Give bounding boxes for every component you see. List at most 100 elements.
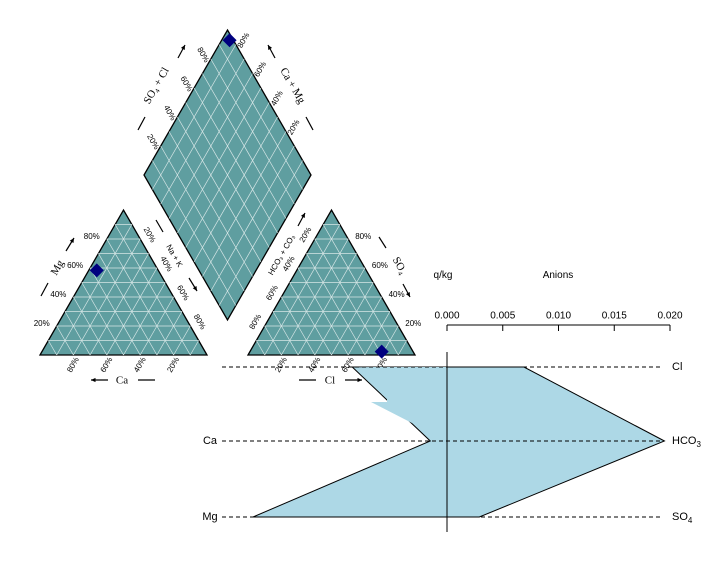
diamond-left-label: SO₄ + Cl — [141, 65, 171, 106]
stiff-tick-label: 0.005 — [490, 311, 515, 322]
cation-gridline — [98, 253, 158, 356]
diamond-left-dash — [137, 116, 146, 131]
anion-bottom-label: Cl — [325, 375, 335, 387]
diamond-gridline — [152, 44, 237, 190]
anion-gridline — [281, 238, 349, 356]
stiff-anion-symbol: HCO — [672, 435, 697, 447]
anion-gridline — [289, 282, 332, 356]
cation-gridline — [123, 282, 166, 356]
diamond-right-tick: 40% — [269, 89, 285, 107]
diamond-right-tick: 20% — [286, 118, 302, 136]
diamond-right-tick: 60% — [252, 60, 268, 78]
diamond-gridline — [210, 58, 295, 205]
cation-left-tick: 60% — [67, 261, 83, 270]
diamond-grid — [152, 44, 303, 306]
piper-sample-points — [89, 33, 389, 359]
anion-right-tick: 80% — [355, 232, 371, 241]
cation-right-tick: 80% — [192, 313, 208, 331]
cation-right-tick: 20% — [142, 226, 158, 244]
anion-left-arrow-head — [300, 213, 305, 218]
stiff-anion-label: Cl — [672, 361, 682, 373]
stiff-tick-label: 0.000 — [434, 311, 459, 322]
cation-left-dash — [40, 282, 49, 297]
anion-gridline — [397, 340, 407, 356]
diamond-right-dash — [305, 116, 314, 131]
stiff-anion-symbol: Cl — [672, 361, 682, 373]
stiff-edge-steps — [352, 367, 447, 441]
cation-point — [89, 263, 104, 278]
cation-gridline — [73, 238, 141, 356]
anion-gridline — [297, 253, 357, 356]
anion-bottom-arrow-head — [357, 377, 362, 383]
diamond-gridline — [218, 44, 303, 190]
cation-gridline — [114, 224, 191, 356]
stiff-cation-label: Ca — [203, 435, 218, 447]
cation-bottom-tick: 20% — [165, 356, 181, 374]
stiff-tick-label: 0.010 — [546, 311, 571, 322]
stiff-level-lines — [222, 366, 660, 518]
diamond-gridline — [168, 73, 253, 219]
cation-gridline — [56, 224, 133, 356]
cation-left-tick: 20% — [34, 319, 50, 328]
anion-bottom-tick: 20% — [273, 356, 289, 374]
cation-right-dash — [155, 219, 164, 233]
anion-gridline — [322, 224, 399, 356]
anion-right-tick: 40% — [389, 290, 405, 299]
stiff-anion-label: HCO3 — [672, 435, 701, 449]
cation-bottom-arrow-head — [91, 377, 96, 383]
stiff-tick-label: 0.015 — [602, 311, 627, 322]
diamond-gridline — [185, 102, 270, 248]
diamond-left-tick: 40% — [162, 104, 178, 122]
cation-gridline — [106, 238, 174, 356]
cation-gridline — [89, 253, 149, 356]
piper-diagram: 20%40%60%80%80%60%40%20%20%40%60%80% MgC… — [34, 28, 421, 387]
stiff-anion-subscript: 4 — [688, 516, 693, 525]
anion-bottom-tick: 40% — [307, 356, 323, 374]
cation-triangle-grid — [48, 224, 199, 356]
diamond-left-arrow-head — [180, 45, 185, 50]
anion-triangle-grid — [256, 224, 407, 356]
anion-gridline — [272, 311, 299, 356]
cation-left-arrow-head — [69, 238, 74, 243]
stiff-anion-subscript: 3 — [696, 440, 701, 449]
cation-left-tick: 40% — [50, 290, 66, 299]
cation-bottom-tick: 80% — [65, 356, 81, 374]
diamond-left-tick: 80% — [195, 46, 211, 64]
cation-gridline — [156, 311, 183, 356]
stiff-polygon — [252, 366, 666, 518]
anion-left-tick: 80% — [247, 313, 263, 331]
diamond-gridline — [202, 73, 287, 219]
diamond-gridline — [193, 87, 278, 234]
anion-gridline — [331, 282, 374, 356]
cation-right-tick: 60% — [175, 284, 191, 302]
anion-left-tick: 20% — [298, 226, 314, 244]
anion-right-tick: 60% — [372, 261, 388, 270]
stiff-anion-label: SO4 — [672, 511, 693, 525]
diamond-right-label: Ca + Mg — [277, 66, 307, 106]
diamond-left-tick: 60% — [179, 75, 195, 93]
stiff-unit-label: q/kg — [434, 270, 453, 281]
cation-gridline — [81, 282, 124, 356]
anion-right-tick: 20% — [405, 319, 421, 328]
diamond-gridline — [160, 58, 245, 205]
cation-gridline — [64, 311, 91, 356]
anion-right-dash — [378, 236, 387, 249]
anion-left-tick: 60% — [264, 284, 280, 302]
diamond-left-tick: 20% — [145, 133, 161, 151]
cation-bottom-tick: 40% — [132, 356, 148, 374]
diamond-right-tick: 80% — [236, 31, 252, 49]
cation-left-label: Mg — [49, 258, 67, 278]
diamond-gridline — [177, 87, 262, 234]
anion-point — [374, 344, 389, 359]
cation-bottom-label: Ca — [116, 375, 128, 387]
anion-right-arrow-head — [405, 292, 410, 297]
anion-right-label: SO₄ — [390, 255, 409, 277]
anion-gridline — [314, 238, 382, 356]
cation-right-arrow-head — [192, 286, 197, 291]
anion-bottom-tick: 60% — [340, 356, 356, 374]
